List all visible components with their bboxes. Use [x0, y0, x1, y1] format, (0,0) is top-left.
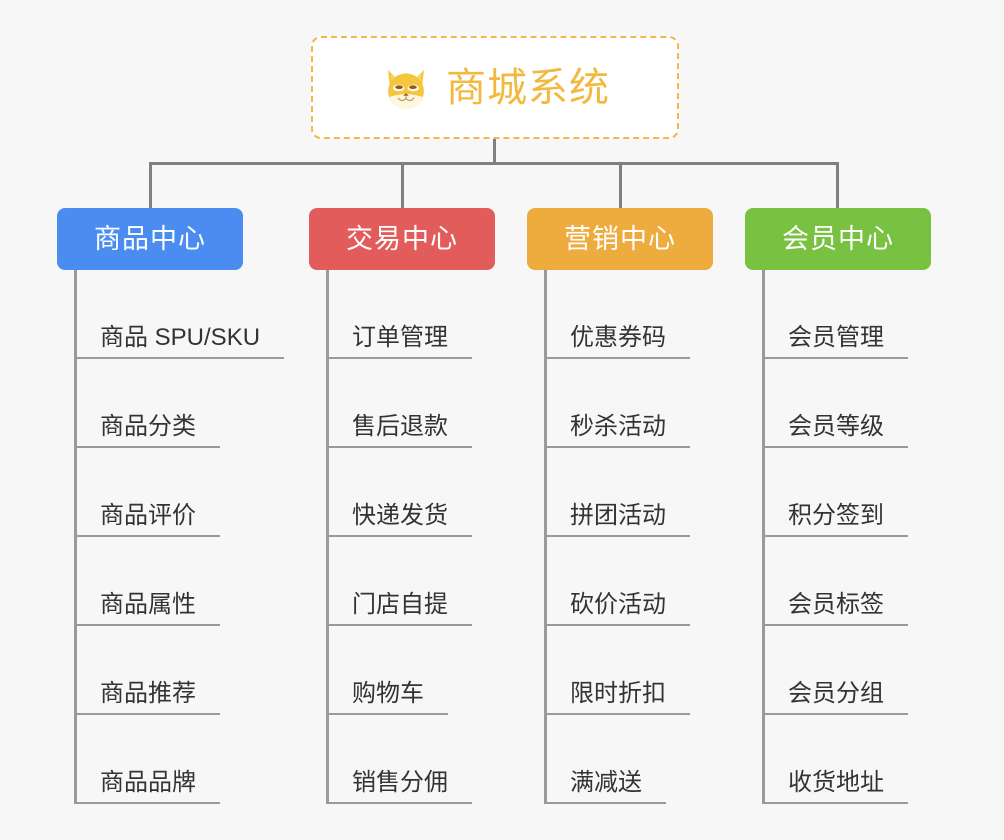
- leaf-item[interactable]: 收货地址: [762, 715, 931, 804]
- leaf-item-label: 拼团活动: [570, 501, 666, 529]
- leaf-item-label: 会员分组: [788, 679, 884, 707]
- leaf-item-label: 商品分类: [100, 412, 196, 440]
- category-header-product[interactable]: 商品中心: [57, 208, 243, 270]
- leaf-item[interactable]: 砍价活动: [544, 537, 713, 626]
- category-header-trade[interactable]: 交易中心: [309, 208, 495, 270]
- leaf-item-label: 积分签到: [788, 501, 884, 529]
- leaf-item[interactable]: 会员管理: [762, 270, 931, 359]
- category-header-label: 会员中心: [782, 223, 894, 254]
- category-header-marketing[interactable]: 营销中心: [527, 208, 713, 270]
- leaf-item[interactable]: 优惠券码: [544, 270, 713, 359]
- leaf-item-label: 商品属性: [100, 590, 196, 618]
- connector-root-stem: [493, 139, 496, 164]
- leaf-item-label: 门店自提: [352, 590, 448, 618]
- leaf-item-label: 优惠券码: [570, 323, 666, 351]
- leaf-item[interactable]: 商品分类: [74, 359, 243, 448]
- leaf-item-label: 售后退款: [352, 412, 448, 440]
- connector-drop-1: [149, 162, 152, 209]
- leaf-list-product: 商品 SPU/SKU 商品分类 商品评价 商品属性 商品推荐 商品品牌: [74, 270, 285, 804]
- spine-line-trade: [326, 270, 329, 804]
- leaf-item[interactable]: 会员等级: [762, 359, 931, 448]
- spine-line-member: [762, 270, 765, 804]
- leaf-item[interactable]: 商品评价: [74, 448, 243, 537]
- shiba-dog-face-icon: [388, 69, 424, 109]
- leaf-item[interactable]: 购物车: [326, 626, 495, 715]
- connector-drop-4: [836, 162, 839, 209]
- leaf-list-member: 会员管理 会员等级 积分签到 会员标签 会员分组 收货地址: [762, 270, 931, 804]
- category-header-label: 交易中心: [346, 223, 458, 254]
- leaf-list-trade: 订单管理 售后退款 快递发货 门店自提 购物车 销售分佣: [326, 270, 495, 804]
- spine-line-product: [74, 270, 77, 804]
- leaf-item-label: 限时折扣: [570, 679, 666, 707]
- leaf-item[interactable]: 积分签到: [762, 448, 931, 537]
- category-column-product: 商品中心 商品 SPU/SKU 商品分类 商品评价 商品属性 商品推荐 商品品牌: [57, 208, 285, 804]
- leaf-item-label: 砍价活动: [570, 590, 666, 618]
- leaf-item-label: 满减送: [570, 768, 642, 796]
- leaf-item[interactable]: 会员分组: [762, 626, 931, 715]
- leaf-item-label: 会员标签: [788, 590, 884, 618]
- leaf-item[interactable]: 会员标签: [762, 537, 931, 626]
- leaf-item-label: 快递发货: [352, 501, 448, 529]
- category-header-label: 营销中心: [564, 223, 676, 254]
- leaf-item-label: 商品品牌: [100, 768, 196, 796]
- category-column-member: 会员中心 会员管理 会员等级 积分签到 会员标签 会员分组 收货地址: [745, 208, 931, 804]
- spine-line-marketing: [544, 270, 547, 804]
- leaf-item[interactable]: 售后退款: [326, 359, 495, 448]
- category-header-member[interactable]: 会员中心: [745, 208, 931, 270]
- leaf-item[interactable]: 满减送: [544, 715, 713, 804]
- leaf-item[interactable]: 商品属性: [74, 537, 243, 626]
- category-column-marketing: 营销中心 优惠券码 秒杀活动 拼团活动 砍价活动 限时折扣 满减送: [527, 208, 713, 804]
- category-header-label: 商品中心: [94, 223, 206, 254]
- connector-horizontal-bus: [149, 162, 839, 165]
- leaf-item-label: 会员等级: [788, 412, 884, 440]
- leaf-item[interactable]: 商品 SPU/SKU: [74, 270, 285, 359]
- connector-drop-2: [401, 162, 404, 209]
- leaf-item-label: 会员管理: [788, 323, 884, 351]
- root-node-shop-system[interactable]: 商城系统: [311, 36, 679, 139]
- leaf-item-label: 购物车: [352, 679, 424, 707]
- leaf-item-label: 秒杀活动: [570, 412, 666, 440]
- leaf-item[interactable]: 限时折扣: [544, 626, 713, 715]
- category-column-trade: 交易中心 订单管理 售后退款 快递发货 门店自提 购物车 销售分佣: [309, 208, 495, 804]
- leaf-item[interactable]: 拼团活动: [544, 448, 713, 537]
- leaf-item[interactable]: 快递发货: [326, 448, 495, 537]
- connector-drop-3: [619, 162, 622, 209]
- leaf-item[interactable]: 秒杀活动: [544, 359, 713, 448]
- leaf-item[interactable]: 商品推荐: [74, 626, 243, 715]
- leaf-item-label: 收货地址: [788, 768, 884, 796]
- leaf-list-marketing: 优惠券码 秒杀活动 拼团活动 砍价活动 限时折扣 满减送: [544, 270, 713, 804]
- leaf-item[interactable]: 订单管理: [326, 270, 495, 359]
- leaf-item[interactable]: 销售分佣: [326, 715, 495, 804]
- leaf-item-label: 销售分佣: [352, 768, 448, 796]
- leaf-item[interactable]: 门店自提: [326, 537, 495, 626]
- leaf-item[interactable]: 商品品牌: [74, 715, 243, 804]
- leaf-item-label: 商品推荐: [100, 679, 196, 707]
- leaf-item-label: 商品 SPU/SKU: [100, 323, 261, 351]
- root-node-title: 商城系统: [446, 65, 610, 110]
- leaf-item-label: 订单管理: [352, 323, 448, 351]
- leaf-item-label: 商品评价: [100, 501, 196, 529]
